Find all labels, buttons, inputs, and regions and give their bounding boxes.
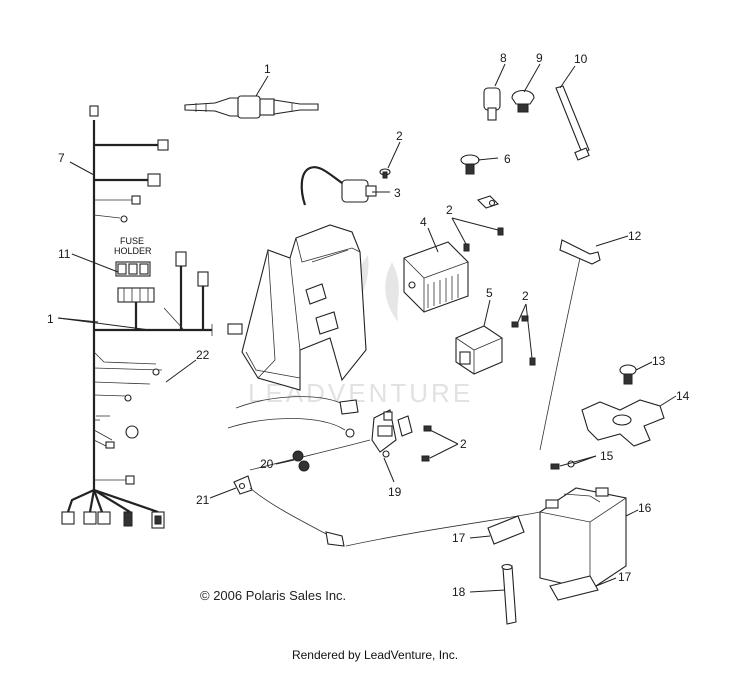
callout-17-b: 17 bbox=[618, 570, 632, 584]
callout-6: 6 bbox=[504, 152, 511, 166]
part-9-clamp bbox=[511, 89, 535, 113]
part-1-connector-assembly bbox=[184, 95, 319, 119]
callout-5: 5 bbox=[486, 286, 493, 300]
part-8-switch bbox=[483, 87, 501, 121]
callout-19: 19 bbox=[388, 485, 402, 499]
callout-13: 13 bbox=[652, 354, 666, 368]
callout-labels: 1 1 2 2 2 2 3 4 5 6 7 8 9 10 11 12 13 14… bbox=[47, 51, 690, 599]
part-14-hold-down bbox=[581, 399, 665, 447]
callout-2-screws-c: 2 bbox=[522, 289, 529, 303]
callout-18: 18 bbox=[452, 585, 466, 599]
part-7-wiring-harness: FUSE HOLDER bbox=[61, 105, 243, 529]
part-5-module bbox=[455, 325, 503, 375]
callout-2-screw-a: 2 bbox=[396, 129, 403, 143]
main-bracket bbox=[241, 224, 367, 391]
fuse-holder-label-2: HOLDER bbox=[114, 246, 152, 256]
part-10-rod bbox=[555, 85, 590, 161]
fuse-holder-label-1: FUSE bbox=[120, 236, 144, 246]
leader-lines bbox=[57, 63, 677, 593]
callout-21: 21 bbox=[196, 493, 210, 507]
part-4-regulator bbox=[403, 241, 469, 313]
callout-1-harness: 1 bbox=[47, 312, 54, 326]
part-18-vent-tube bbox=[501, 563, 517, 625]
callout-14: 14 bbox=[676, 389, 690, 403]
part-2-screws-d bbox=[421, 425, 432, 462]
callout-9: 9 bbox=[536, 51, 543, 65]
callout-3: 3 bbox=[394, 186, 401, 200]
part-19-starter-solenoid bbox=[227, 396, 413, 471]
part-13-fastener bbox=[619, 364, 637, 385]
callout-17-a: 17 bbox=[452, 531, 466, 545]
callout-1-top: 1 bbox=[264, 62, 271, 76]
bracket-small bbox=[476, 195, 500, 209]
part-20-nuts bbox=[292, 450, 310, 472]
callout-16: 16 bbox=[638, 501, 652, 515]
copyright-text: © 2006 Polaris Sales Inc. bbox=[200, 588, 347, 603]
callout-22: 22 bbox=[196, 348, 210, 362]
part-16-battery bbox=[539, 487, 627, 591]
part-21-cable bbox=[233, 475, 345, 547]
callout-15: 15 bbox=[600, 449, 614, 463]
callout-8: 8 bbox=[500, 51, 507, 65]
part-6-grommet bbox=[460, 154, 480, 175]
callout-20: 20 bbox=[260, 457, 274, 471]
callout-2-screws-b: 2 bbox=[446, 203, 453, 217]
part-2-screws-b bbox=[463, 227, 504, 252]
part-2-screws-c bbox=[511, 315, 536, 366]
callout-4: 4 bbox=[420, 215, 427, 229]
part-2-screw-a bbox=[379, 168, 391, 179]
battery-cable bbox=[345, 239, 601, 547]
part-17-decals bbox=[487, 515, 599, 601]
footer-credit: Rendered by LeadVenture, Inc. bbox=[291, 648, 459, 662]
callout-10: 10 bbox=[574, 52, 588, 66]
callout-11: 11 bbox=[58, 247, 71, 261]
callout-7: 7 bbox=[58, 151, 65, 165]
callout-12: 12 bbox=[628, 229, 642, 243]
part-3-sensor bbox=[300, 166, 377, 206]
callout-2-screws-d: 2 bbox=[460, 437, 467, 451]
